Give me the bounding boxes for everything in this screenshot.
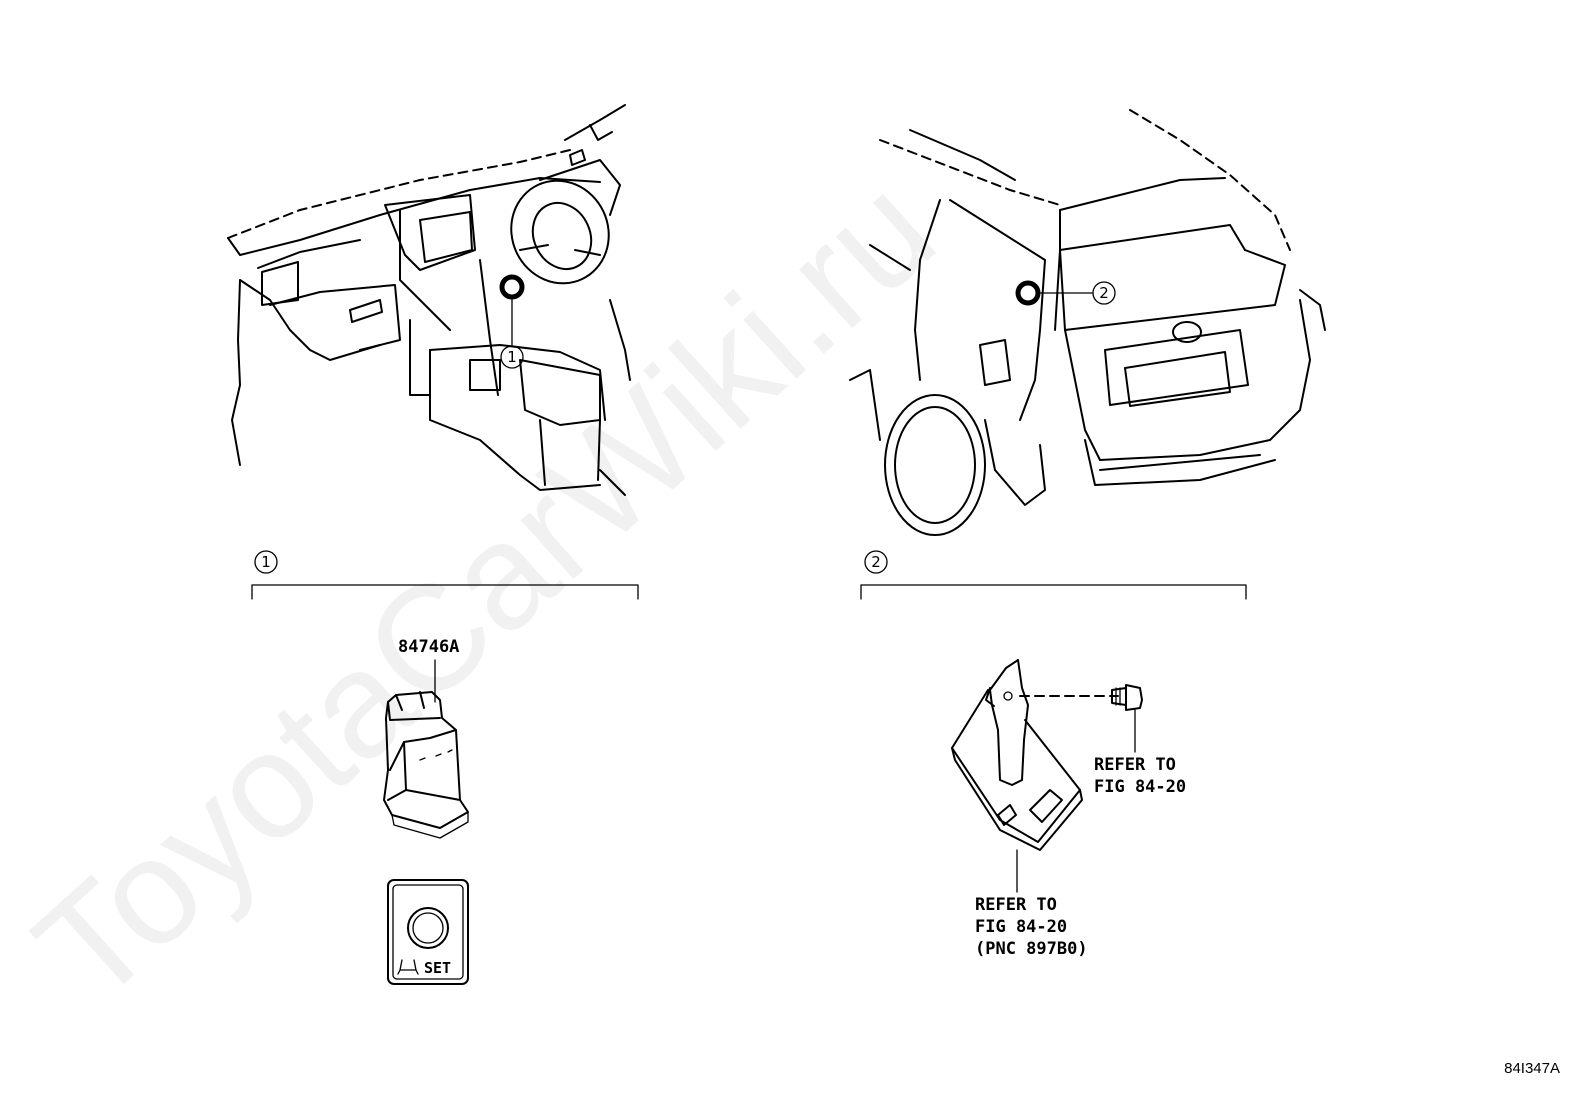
callout-1-locator: 1	[499, 274, 525, 369]
refer-bracket-line-1: REFER TO	[975, 895, 1057, 915]
callout-1-number: 1	[507, 348, 517, 366]
rear-vehicle-illustration	[849, 109, 1326, 536]
refer-bracket-line-3: (PNC 897B0)	[975, 939, 1088, 959]
section-2-bracket: 2	[860, 550, 1247, 600]
bolt-illustration	[1111, 684, 1143, 711]
section-1-bracket: 1	[251, 550, 639, 600]
receiver-bracket-illustration	[951, 659, 1083, 851]
tire-pressure-switch-illustration	[383, 691, 469, 839]
refer-bolt-line-1: REFER TO	[1094, 755, 1176, 775]
section-1-number: 1	[261, 553, 271, 571]
refer-bolt-line-2: FIG 84-20	[1094, 777, 1186, 797]
part-number-label: 84746A	[398, 637, 459, 657]
interior-dashboard-illustration	[227, 104, 631, 496]
section-2-number: 2	[871, 553, 881, 571]
figure-id: 84I347A	[1504, 1060, 1560, 1077]
callout-2-locator: 2	[1015, 280, 1116, 306]
callout-2-number: 2	[1099, 284, 1109, 302]
set-button-illustration: SET	[387, 879, 469, 985]
refer-bracket-line-2: FIG 84-20	[975, 917, 1067, 937]
watermark: ToyotaCarWiki.ru	[4, 145, 965, 1034]
set-button-label: SET	[424, 959, 451, 977]
